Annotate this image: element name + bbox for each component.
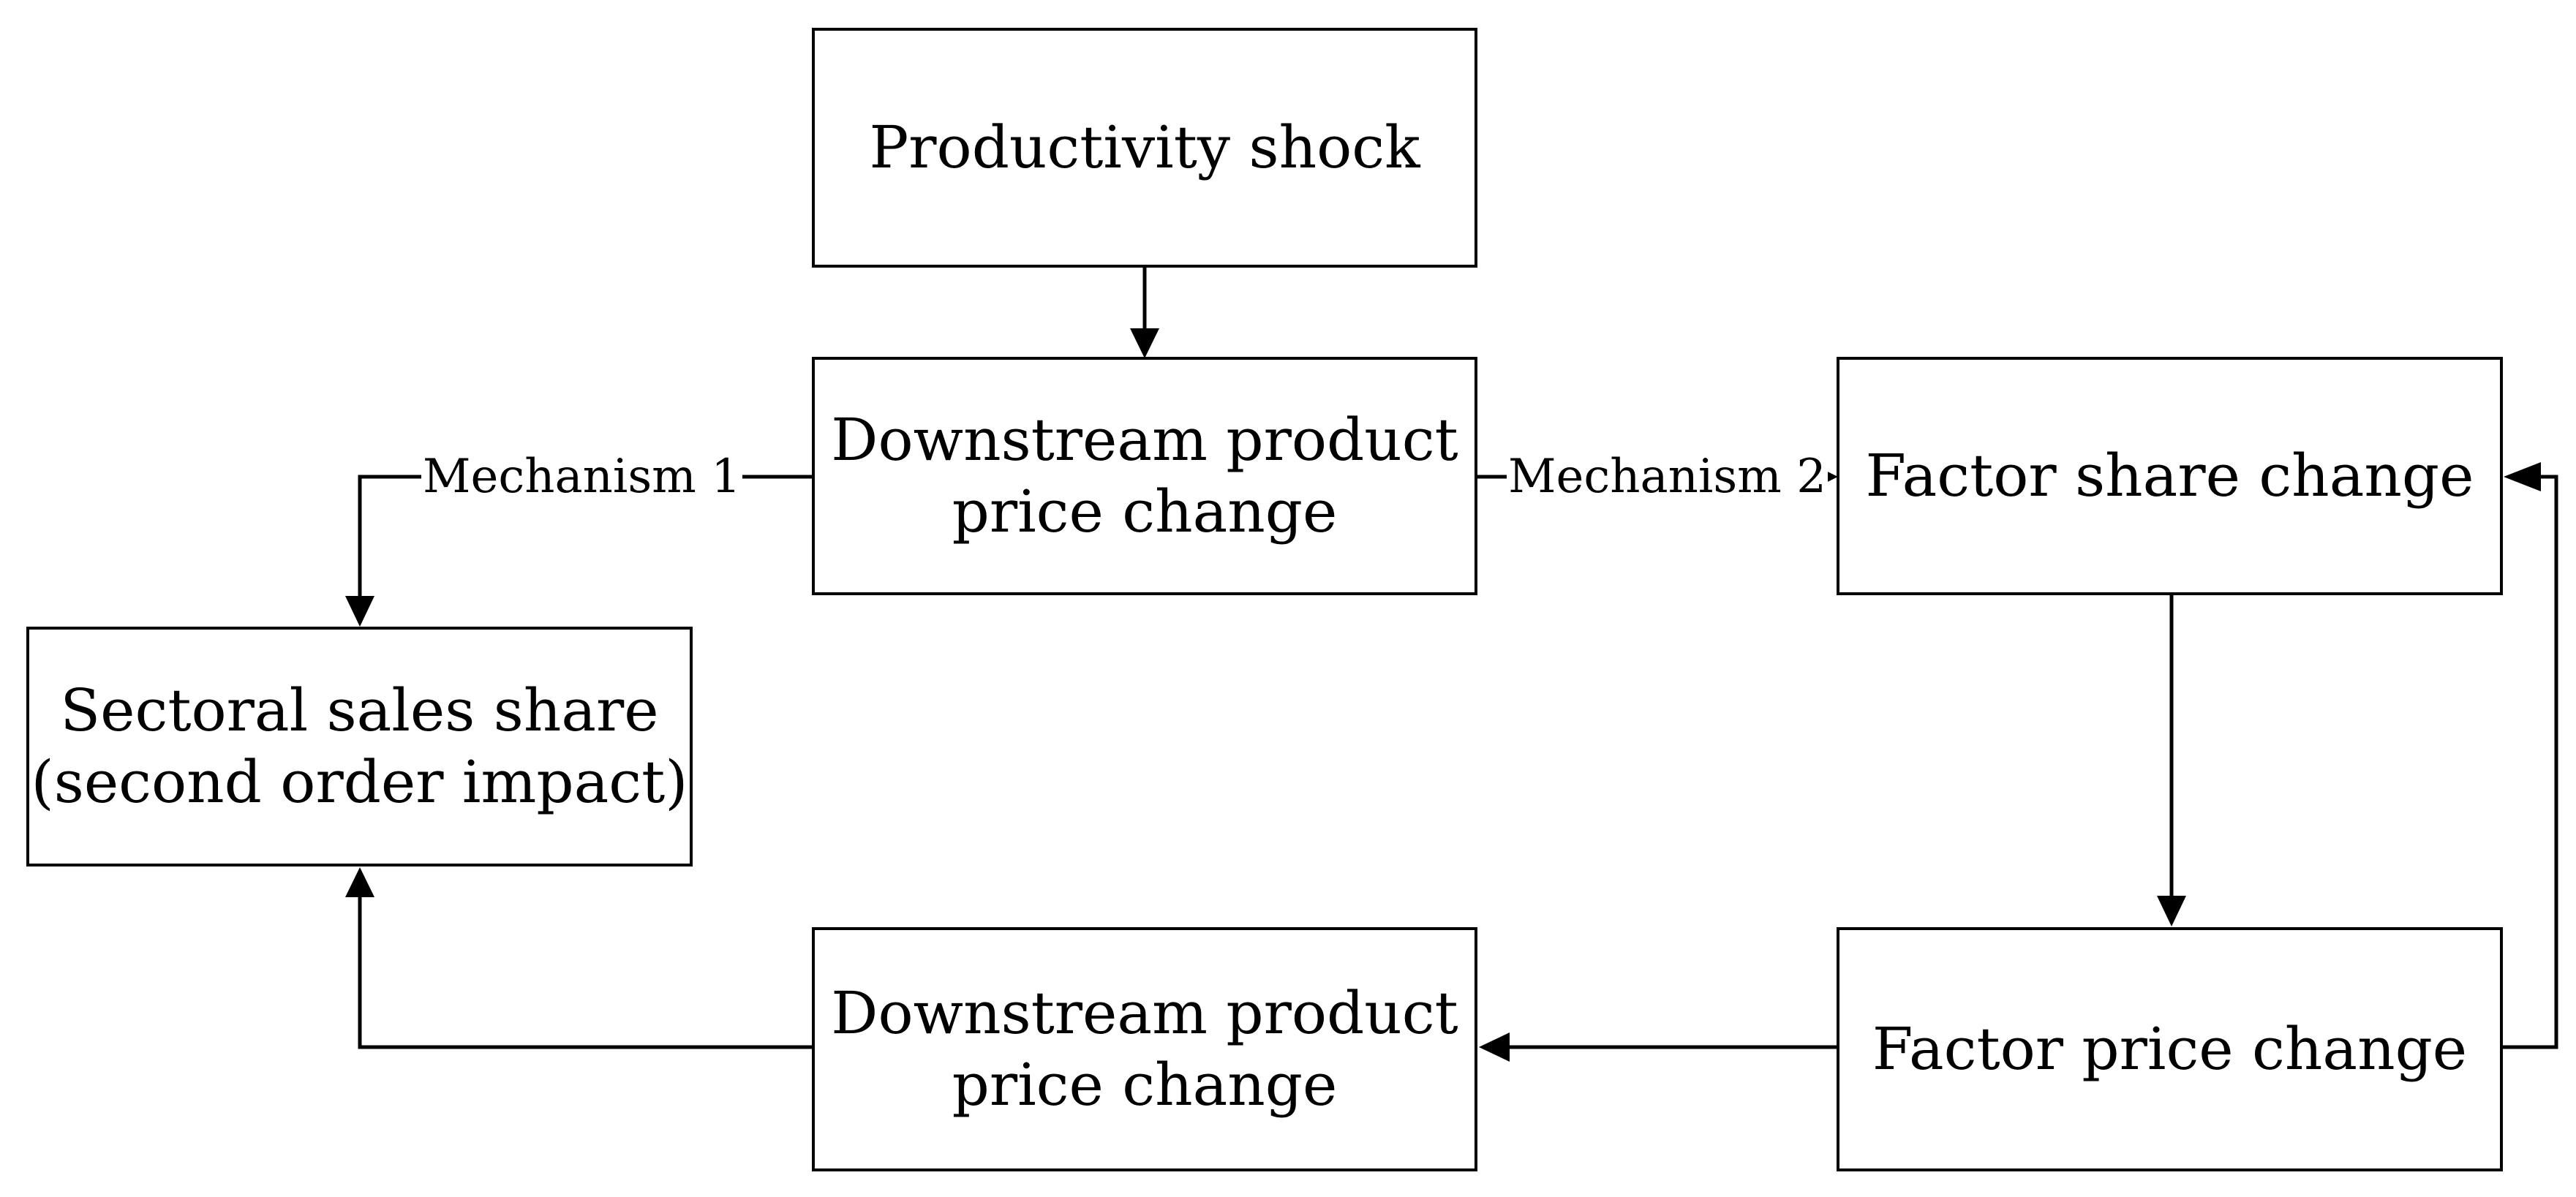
productivity-shock-label: Productivity shock bbox=[869, 113, 1420, 182]
sectoral-sales-share-line-2: (second order impact) bbox=[31, 748, 688, 816]
arrowhead-down-to-factor-price bbox=[2157, 896, 2186, 926]
arrowhead-up-to-sectoral-sales bbox=[345, 867, 374, 897]
arrowhead-left-to-factor-share bbox=[2504, 462, 2541, 491]
sectoral-sales-share-line-1: Sectoral sales share bbox=[60, 676, 659, 745]
downstream-price-change-bottom-line-1: Downstream product bbox=[831, 979, 1458, 1048]
arrowhead-down-to-downstream-price bbox=[1130, 328, 1159, 358]
downstream-price-change-bottom-box: Downstream product price change bbox=[812, 927, 1477, 1171]
downstream-price-change-bottom-line-2: price change bbox=[952, 1051, 1338, 1119]
factor-price-change-box: Factor price change bbox=[1837, 927, 2503, 1171]
mechanism-2-label: Mechanism 2 bbox=[1507, 450, 1828, 504]
downstream-price-change-top-line-1: Downstream product bbox=[831, 406, 1458, 475]
downstream-price-change-top-line-2: price change bbox=[952, 477, 1338, 545]
factor-share-change-box: Factor share change bbox=[1837, 357, 2503, 595]
arrowhead-down-to-sectoral-sales bbox=[345, 596, 374, 627]
edge-downstream-price-to-sectoral-sales bbox=[358, 894, 813, 1049]
sectoral-sales-share-box: Sectoral sales share (second order impac… bbox=[26, 627, 693, 866]
edge-feedback-factor-price-to-factor-share bbox=[2503, 475, 2558, 1049]
factor-share-change-label: Factor share change bbox=[1865, 442, 2474, 510]
arrowhead-left-to-downstream-price bbox=[1479, 1032, 1510, 1062]
downstream-price-change-top-box: Downstream product price change bbox=[812, 357, 1477, 595]
mechanism-1-label: Mechanism 1 bbox=[421, 450, 742, 504]
productivity-shock-box: Productivity shock bbox=[812, 28, 1477, 268]
factor-price-change-label: Factor price change bbox=[1872, 1015, 2468, 1084]
